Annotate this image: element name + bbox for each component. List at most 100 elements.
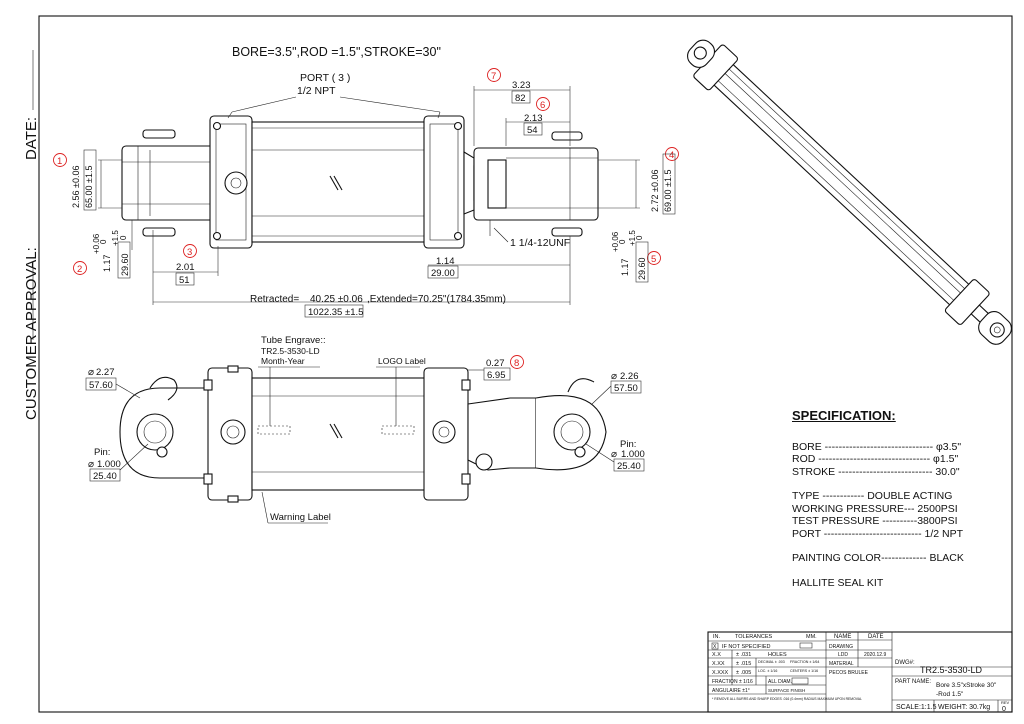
title-block: IN. TOLERANCES MM. X IF NOT SPECIFIED X.… — [707, 631, 1013, 713]
svg-text:6: 6 — [540, 100, 545, 111]
dim-1-mm: 65.00 ±1.5 — [84, 166, 94, 208]
specification-panel: SPECIFICATION: BORE --------------------… — [792, 409, 992, 589]
balloon-1: 1 — [53, 153, 67, 167]
svg-text:1: 1 — [57, 156, 62, 167]
dim-5-mm: 29.60 — [637, 257, 647, 280]
tb-drawing: DRAWING — [829, 644, 853, 650]
dia-left-mm: 57.60 — [89, 380, 113, 391]
dim-3-mm: 51 — [179, 275, 190, 286]
tube-code-label: TR2.5-3530-LD — [261, 346, 320, 356]
spec-seal: HALLITE SEAL KIT — [792, 576, 884, 589]
dia-left-symbol: ⌀ — [88, 367, 94, 378]
tb-rev-label: REV — [1001, 700, 1010, 705]
port-leader-2 — [339, 96, 441, 113]
tb-dwg-no: TR2.5-3530-LD — [920, 665, 983, 675]
tb-holes: HOLES — [768, 652, 787, 658]
balloon-3: 3 — [183, 244, 197, 258]
tb-decimal: DECIMAL ± .003 — [758, 660, 785, 664]
pin-left-label: Pin: — [94, 447, 110, 458]
tb-centers: CENTERS ± 1/16 — [790, 669, 818, 673]
tb-date-h: DATE — [868, 634, 884, 640]
dim-2-tol-a: +0.06 — [92, 233, 101, 254]
port-label: PORT ( 3 ) — [300, 72, 350, 84]
tb-name-h: NAME — [834, 634, 851, 640]
dim-4-mm: 69.00 ±1.5 — [663, 170, 673, 212]
pin-left-inch: 1.000 — [97, 459, 121, 470]
pin-right-label: Pin: — [620, 439, 636, 450]
tube-engrave-label: Tube Engrave:: — [261, 335, 326, 346]
tb-xx: X.X — [712, 652, 721, 658]
dia-right-inch: 2.26 — [620, 371, 639, 382]
tb-frac: FRACTION ± 1/16 — [712, 679, 753, 685]
dim-2-mm: 29.60 — [120, 253, 130, 276]
tb-if-not: IF NOT SPECIFIED — [722, 644, 771, 650]
retracted-mm: 1022.35 ±1.5 — [308, 307, 363, 318]
port-npt-label: 1/2 NPT — [297, 85, 336, 97]
tb-xxx-v: ± .015 — [736, 661, 751, 667]
dim-5-tol-c: +1.5 — [628, 230, 637, 246]
dim-2-tol-d: 0 — [119, 235, 128, 240]
pin-right-symbol: ⌀ — [611, 449, 617, 460]
tb-scale: SCALE:1:1.5 — [896, 704, 937, 711]
extended-label: ,Extended=70.25"(1784.35mm) — [367, 294, 506, 305]
tb-in: IN. — [713, 634, 721, 640]
spec-port: PORT ---------------------------- 1/2 NP… — [792, 527, 964, 540]
logo-label: LOGO Label — [378, 356, 426, 366]
tb-part-1: Bore 3.5"xStroke 30" — [936, 682, 997, 689]
dia-left-inch: 2.27 — [96, 367, 115, 378]
tb-weight: WEIGHT: 30.7kg — [938, 704, 990, 711]
dim-8-mm: 6.95 — [487, 370, 506, 381]
svg-text:3: 3 — [187, 247, 192, 258]
tb-xx-v: ± .031 — [736, 652, 751, 658]
tb-mm: MM. — [806, 634, 817, 640]
date-label: DATE: — [23, 117, 40, 160]
customer-approval-label: CUSTOMER APPROVAL: — [23, 247, 40, 420]
dim-7-mm: 82 — [515, 93, 526, 104]
tb-fraction-h: FRACTION ± 1/64 — [790, 660, 819, 664]
tb-drawing-name: LDD — [838, 652, 848, 658]
balloon-6: 6 — [536, 97, 550, 111]
pin-left-mm: 25.40 — [93, 471, 117, 482]
spec-bore: BORE ------------------------------- φ3.… — [792, 440, 962, 453]
tb-xxxx-v: ± .005 — [736, 670, 751, 676]
tb-remove: * REMOVE ALL BURRS AND SHARP EDGES .016 … — [712, 697, 862, 701]
dim-114-mm: 29.00 — [431, 268, 455, 279]
balloon-8: 8 — [510, 355, 524, 369]
dim-2-tol-b: 0 — [99, 239, 108, 244]
dim-5-tol-b: 0 — [618, 239, 627, 244]
dim-5-tol-a: +0.06 — [611, 231, 620, 252]
tb-loc: LOC. ± 1/16 — [758, 669, 777, 673]
tb-alldiam: ALL DIAM. — [768, 679, 792, 685]
retracted-inch: 40.25 ±0.06 — [310, 294, 363, 305]
svg-text:2: 2 — [77, 264, 82, 275]
tb-part-2: -Rod 1.5" — [936, 691, 964, 698]
tb-angular: ANGULAIRE ±1° — [712, 688, 750, 694]
pin-left-symbol: ⌀ — [88, 459, 94, 470]
dim-7-inch: 3.23 — [512, 80, 531, 91]
tb-process: PECOS BRULEE — [829, 670, 869, 676]
dim-4-inch: 2.72 ±0.06 — [650, 170, 660, 212]
spec-test-pressure: TEST PRESSURE ----------3800PSI — [792, 515, 958, 527]
svg-text:8: 8 — [514, 358, 519, 369]
month-year-label: Month-Year — [261, 356, 305, 366]
spec-paint: PAINTING COLOR------------- BLACK — [792, 552, 964, 564]
dim-5-inch: 1.17 — [620, 258, 630, 276]
dim-3-inch: 2.01 — [176, 262, 195, 273]
tb-drawing-date: 2020.12.9 — [864, 652, 886, 658]
dim-5-tol-d: 0 — [635, 235, 644, 240]
balloon-2: 2 — [73, 261, 87, 275]
warning-label: Warning Label — [270, 512, 331, 523]
dia-right-symbol: ⌀ — [611, 371, 617, 382]
thread-label: 1 1/4-12UNF — [510, 237, 570, 249]
dia-right-mm: 57.50 — [614, 383, 638, 394]
dim-2-inch: 1.17 — [102, 254, 112, 272]
port-leader-1 — [231, 96, 297, 113]
pin-right-inch: 1.000 — [621, 449, 645, 460]
tb-material: MATERIAL — [829, 661, 854, 667]
tb-xxxx: X.XXX — [712, 670, 729, 676]
dim-114-inch: 1.14 — [436, 256, 455, 267]
tb-x: X — [713, 644, 717, 650]
balloon-5: 5 — [647, 251, 661, 265]
svg-text:4: 4 — [669, 150, 674, 161]
